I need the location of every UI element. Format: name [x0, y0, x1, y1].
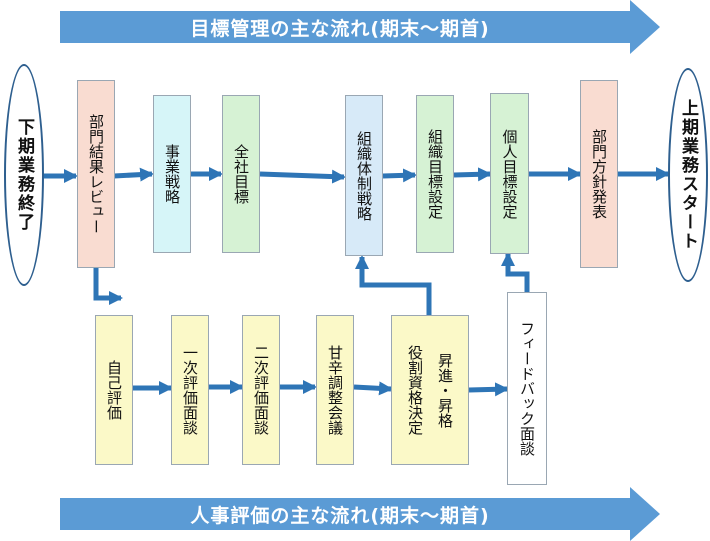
- oval-period-start: 上期業務スタート: [668, 68, 708, 282]
- arrow-review-to-self-eval: [93, 268, 123, 305]
- arrow-review-to-business: [113, 167, 154, 182]
- arrow-company-to-org-strategy: [259, 169, 346, 184]
- box-company-goal-label: 全社目標: [232, 144, 250, 204]
- top-banner: 目標管理の主な流れ(期末〜期首): [0, 0, 710, 54]
- bottom-banner-arrow-shape: [60, 487, 660, 541]
- box-second-eval: 二次評価面談: [242, 315, 280, 465]
- bottom-banner-title: 人事評価の主な流れ(期末〜期首): [190, 504, 490, 527]
- box-adjust-meeting: 甘辛調整会議: [316, 315, 354, 465]
- arrow-feedback-to-personal-goal: [501, 252, 530, 292]
- box-first-eval-label: 一次評価面談: [181, 345, 199, 435]
- box-org-strategy: 組織体制戦略: [345, 95, 383, 256]
- oval-period-start-label: 上期業務スタート: [678, 99, 698, 251]
- box-role-decision: 役割資格決定 昇進・昇格: [391, 315, 469, 465]
- box-company-goal: 全社目標: [222, 95, 260, 253]
- arrow-org-goal-to-personal-goal: [453, 167, 492, 182]
- box-personal-goal: 個人目標設定: [490, 93, 529, 254]
- box-first-eval: 一次評価面談: [171, 315, 209, 465]
- box-department-review: 部門結果レビュー: [77, 80, 115, 268]
- box-business-strategy: 事業戦略: [153, 95, 191, 253]
- box-adjust-meeting-label: 甘辛調整会議: [326, 345, 344, 435]
- box-department-policy-label: 部門方針発表: [590, 129, 608, 219]
- oval-period-end: 下期業務終了: [4, 64, 44, 286]
- box-feedback-interview-label: フィードバック面談: [518, 321, 536, 456]
- box-personal-goal-label: 個人目標設定: [500, 128, 519, 219]
- top-banner-title: 目標管理の主な流れ(期末〜期首): [190, 17, 490, 40]
- box-self-eval: 自己評価: [95, 315, 133, 465]
- box-role-decision-label: 役割資格決定: [406, 345, 424, 435]
- arrow-role-to-org-strategy: [355, 255, 432, 315]
- box-promotion-label: 昇進・昇格: [436, 352, 454, 428]
- box-org-strategy-label: 組織体制戦略: [355, 130, 373, 221]
- box-second-eval-label: 二次評価面談: [252, 345, 270, 435]
- arrow-adjust-to-role: [353, 381, 393, 396]
- box-org-goal: 組織目標設定: [416, 95, 454, 253]
- box-business-strategy-label: 事業戦略: [163, 144, 181, 204]
- arrow-org-strategy-to-org-goal: [382, 168, 417, 183]
- box-department-review-label: 部門結果レビュー: [87, 114, 105, 234]
- box-department-policy: 部門方針発表: [580, 80, 618, 268]
- arrow-role-to-feedback: [468, 382, 509, 397]
- bottom-banner: 人事評価の主な流れ(期末〜期首): [0, 487, 710, 541]
- box-org-goal-label: 組織目標設定: [426, 129, 444, 219]
- box-self-eval-label: 自己評価: [105, 360, 123, 420]
- box-feedback-interview: フィードバック面談: [507, 292, 547, 485]
- oval-period-end-label: 下期業務終了: [14, 118, 34, 232]
- top-banner-arrow-shape: [60, 0, 660, 54]
